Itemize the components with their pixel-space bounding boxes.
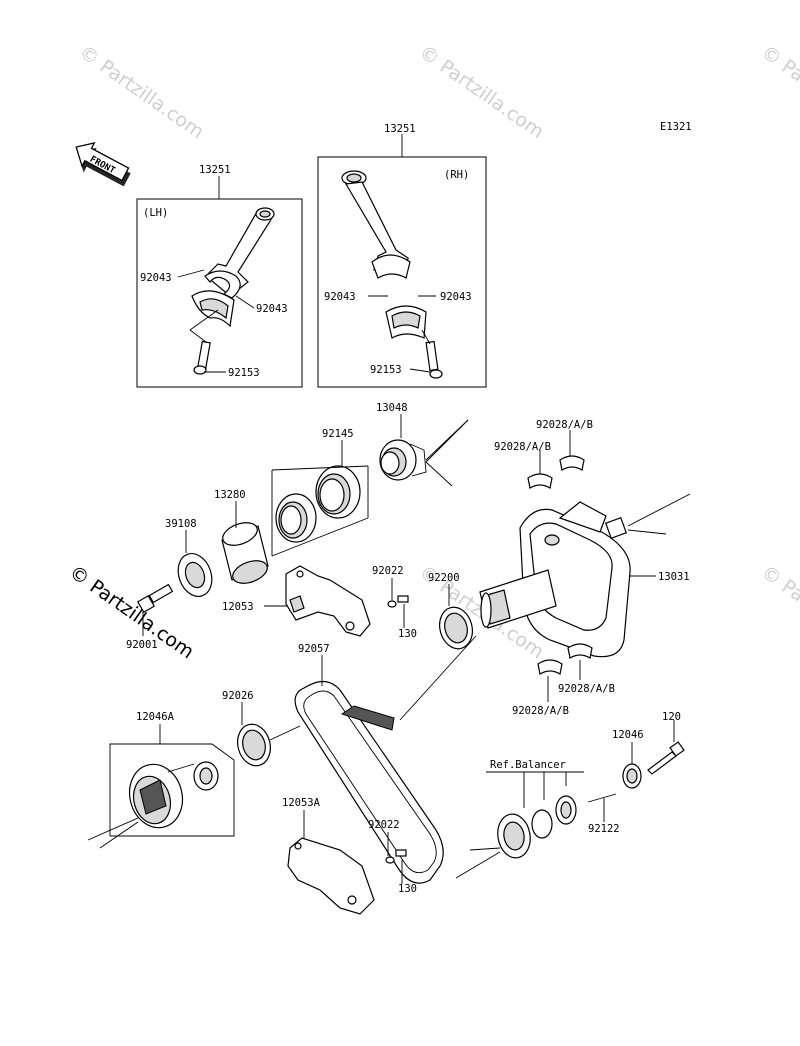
label-92028-bottom-2: 92028/A/B [512,705,569,717]
svg-text:© Partzilla.com: © Partzilla.com [757,41,800,143]
label-92028-top-2: 92028/A/B [536,419,593,431]
label-13280: 13280 [214,489,246,501]
sleeve-13280 [221,522,269,584]
watermark-1: © Partzilla.com [75,41,208,143]
label-lh: (LH) [143,207,168,219]
label-92001: 92001 [126,639,158,651]
label-92028-bottom-1: 92028/A/B [558,683,615,695]
svg-text:© Partzilla.com: © Partzilla.com [415,41,548,143]
label-92022-b: 92022 [368,819,400,831]
label-92022-a: 92022 [372,565,404,577]
label-13031: 13031 [658,571,690,583]
label-92043-rh-a: 92043 [324,291,356,303]
label-13048: 13048 [376,402,408,414]
label-12053A: 12053A [282,797,321,809]
svg-text:© Partzilla.com: © Partzilla.com [75,41,208,143]
bearing-cap-rh [385,305,427,339]
ring-92200: 92200 [428,572,473,650]
lh-box [136,198,303,388]
sprocket-12046A-group: 12046A [87,711,235,849]
bolt-120: 120 [647,711,685,775]
label-12046A: 12046A [136,711,175,723]
label-130-b: 130 [398,883,417,895]
bolt-lh [189,309,219,375]
connecting-rod-rh [341,170,411,279]
label-13251-rh: 13251 [384,123,416,135]
svg-text:© Partzilla.com: © Partzilla.com [757,561,800,663]
front-arrow-icon: FRONT [75,142,131,187]
ring-92026: 92026 [222,690,301,767]
lh-connecting-rod-group: 13251 (LH) 92043 92043 92153 [136,164,303,388]
label-92153-lh: 92153 [228,367,260,379]
crankshaft-13031: 13031 [479,493,691,658]
bracket-12053A: 12053A 92022 130 [282,797,417,915]
label-12046: 12046 [612,729,644,741]
bearing-shells-bottom: 92028/A/B 92028/A/B [512,643,615,717]
label-92028-top-1: 92028/A/B [494,441,551,453]
washer-39108 [177,553,213,597]
label-92026: 92026 [222,690,254,702]
bracket-12053: 12053 92022 130 [222,565,417,640]
label-13251-lh: 13251 [199,164,231,176]
bearing-shells-top: 92028/A/B 92028/A/B [494,419,593,489]
label-92122: 92122 [588,823,620,835]
rh-connecting-rod-group: 13251 (RH) 92043 92043 92153 [317,123,487,388]
sprocket-balancer [455,795,577,879]
label-92043-rh-b: 92043 [440,291,472,303]
drive-belt-92057: 92057 [294,635,477,884]
label-ref-balancer: Ref.Balancer [490,759,566,771]
label-92145: 92145 [322,428,354,440]
watermark-2: © Partzilla.com [415,41,548,143]
sprocket-12046A [128,761,219,829]
label-92200: 92200 [428,572,460,584]
label-39108: 39108 [165,518,197,530]
bearing-cap-lh [191,290,235,328]
label-92057: 92057 [298,643,330,655]
label-120: 120 [662,711,681,723]
label-92043-lh-a: 92043 [140,272,172,284]
watermark-3: © Partzilla.com [757,41,800,143]
connecting-rod-lh [204,207,275,299]
bolt-92001: 92001 [126,583,174,651]
label-12053: 12053 [222,601,254,613]
label-92043-lh-b: 92043 [256,303,288,315]
seal-rings-92145 [271,465,369,557]
balancer-group: Ref.Balancer 12046 120 92122 [455,711,685,879]
diagram-code: E1321 [660,121,692,133]
bearing-13048 [379,419,469,487]
bearing-stack-group: 13048 92145 13280 39 [165,402,469,597]
label-rh: (RH) [444,169,469,181]
label-130-a: 130 [398,628,417,640]
watermark-5: © Partzilla.com [757,561,800,663]
gear-12046: 12046 [612,729,644,789]
bolt-rh [421,329,443,379]
label-92153-rh: 92153 [370,364,402,376]
